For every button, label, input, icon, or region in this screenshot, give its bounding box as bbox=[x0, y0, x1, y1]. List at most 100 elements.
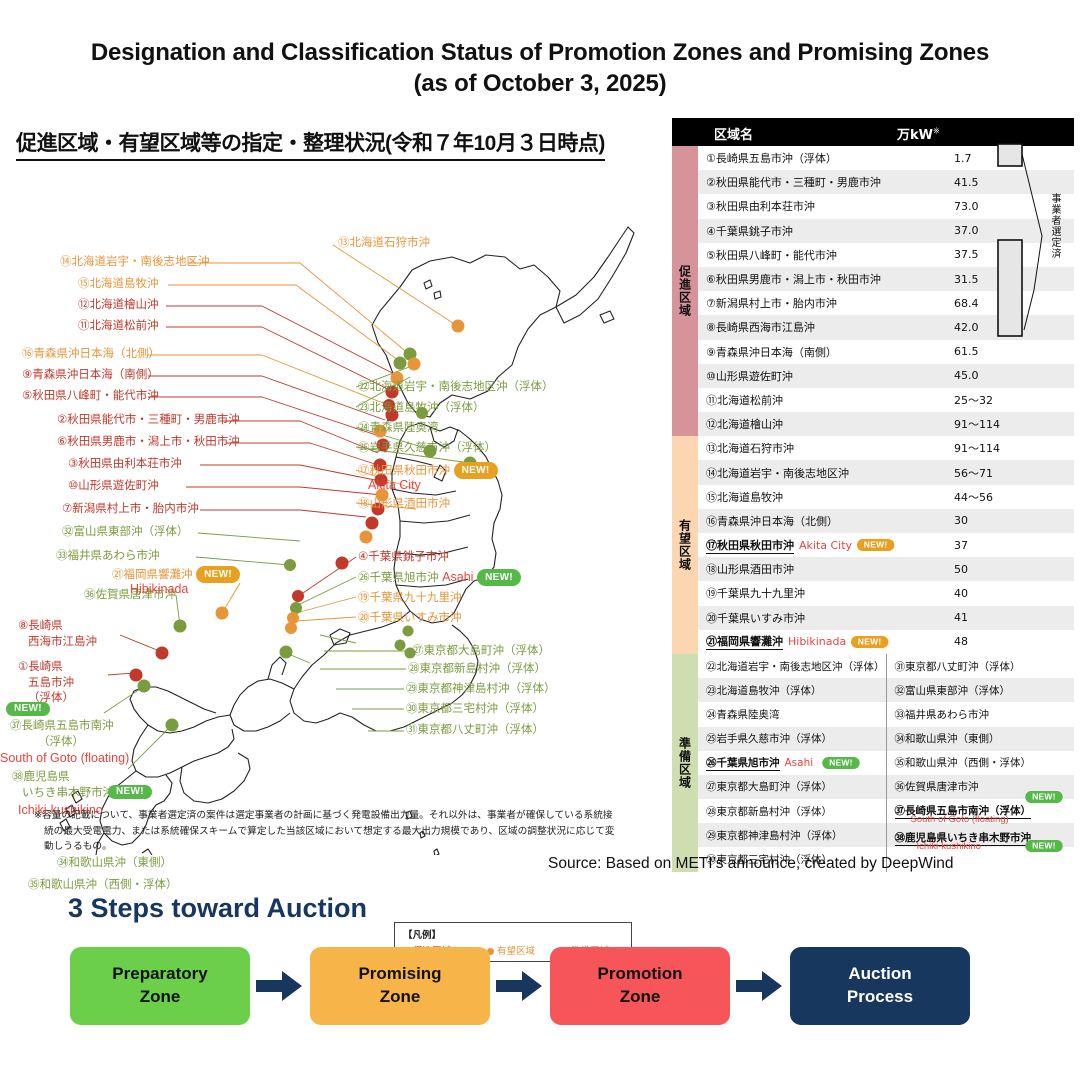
row-zone-name-left: ㉓北海道島牧沖（浮体） bbox=[698, 678, 887, 703]
table-row-highlighted[interactable]: ㉑福岡県響灘沖 Hibikinada NEW! 48 bbox=[698, 630, 1074, 654]
page-title-line2: (as of October 3, 2025) bbox=[413, 69, 667, 97]
row-zone-name-right: ㉟和歌山県沖（西側・浮体） bbox=[894, 757, 1032, 770]
map-label-29: ㉙東京都神津島村沖（浮体） bbox=[406, 681, 556, 695]
map-label-20: ⑳千葉県いすみ市沖 bbox=[358, 610, 462, 624]
table-row-highlighted[interactable]: ㉙東京都神津島村沖（浮体） ㊳鹿児島県いちき串木野市沖 Ichiki-kushi… bbox=[698, 823, 1075, 852]
flow-arrow-1 bbox=[250, 971, 310, 1001]
row-capacity: 1.7 bbox=[954, 151, 972, 165]
map-label-5: ⑤秋田県八峰町・能代市沖 bbox=[22, 388, 159, 402]
map-label-38-romaji: Ichiki-kushikino bbox=[18, 803, 103, 817]
new-badge-38: NEW! bbox=[108, 784, 152, 799]
table-row[interactable]: ⑯青森県沖日本海（北側）30 bbox=[698, 508, 1074, 533]
flow-label-line2: Zone bbox=[619, 987, 661, 1006]
row-capacity: 68.4 bbox=[954, 296, 979, 310]
table-row[interactable]: ①長崎県五島市沖（浮体）1.7 bbox=[698, 146, 1074, 170]
row-zone-name-left: ㉙東京都神津島村沖（浮体） bbox=[698, 823, 887, 848]
row-capacity: 56〜71 bbox=[954, 466, 993, 480]
map-label-26: ㉖千葉県旭市沖 bbox=[358, 570, 439, 584]
table-row-highlighted[interactable]: ⑰秋田県秋田市沖 Akita City NEW! 37 bbox=[698, 533, 1074, 557]
auction-flow: Preparatory Zone Promising Zone Promotio… bbox=[70, 945, 1010, 1027]
row-capacity: 42.0 bbox=[954, 320, 979, 334]
row-zone-name-left: ㉔青森県陸奥湾 bbox=[698, 702, 887, 727]
operator-selected-annotation bbox=[997, 143, 1043, 337]
page-title-line1: Designation and Classification Status of… bbox=[90, 39, 990, 66]
legend-dot-orange bbox=[487, 948, 494, 955]
row-zone-name: ⑲千葉県九十九里沖 bbox=[706, 587, 805, 601]
map-label-24: ㉔青森県陸奥湾 bbox=[358, 420, 439, 434]
row-zone-name: ⑧長崎県西海市江島沖 bbox=[706, 321, 815, 335]
map-label-21-romaji: Hibikinada bbox=[130, 582, 189, 596]
map-label-11: ⑪北海道松前沖 bbox=[78, 318, 159, 332]
row-capacity: 44〜56 bbox=[954, 490, 993, 504]
row-zone-name: ⑫北海道檜山沖 bbox=[706, 418, 783, 432]
table-row[interactable]: ㉚東京都三宅村沖（浮体） bbox=[698, 847, 1074, 872]
map-label-15: ⑮北海道島牧沖 bbox=[78, 276, 159, 290]
japan-map-svg bbox=[59, 226, 635, 855]
map-label-17-romaji: Akita City bbox=[368, 478, 421, 492]
map-label-9: ⑨青森県沖日本海（南側） bbox=[22, 367, 159, 381]
map-label-37-line1: ㊲長崎県五島市南沖 bbox=[10, 718, 114, 732]
table-row-highlighted[interactable]: ㉖千葉県旭市沖 Asahi NEW! ㉟和歌山県沖（西側・浮体） bbox=[698, 750, 1074, 775]
table-row[interactable]: ㉒北海道岩宇・南後志地区沖（浮体）㉛東京都八丈町沖（浮体） bbox=[698, 653, 1074, 679]
table-header-zone-name: 区域名 bbox=[714, 128, 754, 143]
row-zone-name-right: ㊲長崎県五島市南沖（浮体） NEW! South of Goto (floati… bbox=[887, 791, 1075, 825]
map-label-37: ㊲長崎県五島市南沖 （浮体） bbox=[10, 718, 114, 749]
flow-box-auction-process[interactable]: Auction Process bbox=[790, 947, 970, 1025]
new-badge-17: NEW! bbox=[453, 462, 498, 479]
map-label-27: ㉗東京都大島町沖（浮体） bbox=[412, 643, 550, 657]
row-capacity: 25〜32 bbox=[954, 393, 993, 407]
flow-box-preparatory-zone[interactable]: Preparatory Zone bbox=[70, 947, 250, 1025]
map-label-31: ㉛東京都八丈町沖（浮体） bbox=[406, 722, 544, 736]
map-label-34: ㉞和歌山県沖（東側） bbox=[57, 855, 172, 869]
section-rows-preparatory: ㉒北海道岩宇・南後志地区沖（浮体）㉛東京都八丈町沖（浮体） ㉓北海道島牧沖（浮体… bbox=[698, 653, 1075, 872]
row-zone-name: ⑱山形県酒田市沖 bbox=[706, 563, 794, 577]
table-row-highlighted[interactable]: ㉘東京都新島村沖（浮体） ㊲長崎県五島市南沖（浮体） NEW! South of… bbox=[698, 791, 1075, 825]
map-label-38: ㊳鹿児島県 いちき串木野市沖 bbox=[12, 769, 114, 800]
map-label-26-group: ㉖千葉県旭市沖 Asahi NEW! bbox=[358, 569, 521, 586]
flow-label-line1: Preparatory bbox=[112, 964, 208, 984]
map-label-17-group: ⑰秋田県秋田市沖 NEW! bbox=[358, 462, 498, 479]
new-badge: NEW! bbox=[1025, 791, 1063, 804]
row-romaji: Akita City bbox=[799, 538, 853, 552]
flow-box-promising-zone[interactable]: Promising Zone bbox=[310, 947, 490, 1025]
row-zone-name-right: ㊳鹿児島県いちき串木野市沖 Ichiki-kushikino NEW! bbox=[887, 823, 1075, 852]
map-label-4: ④千葉県銚子市沖 bbox=[358, 549, 449, 563]
row-zone-name: ⑰秋田県秋田市沖 bbox=[706, 538, 794, 554]
flow-label-line2: Process bbox=[846, 987, 914, 1006]
capacity-note-marker: ※ bbox=[933, 126, 940, 136]
map-label-18: ⑱山形県酒田市沖 bbox=[358, 496, 450, 510]
row-zone-name: ㉑福岡県響灘沖 bbox=[706, 635, 783, 651]
table-row[interactable]: ⑨青森県沖日本海（南側）61.5 bbox=[698, 340, 1074, 364]
row-zone-name-right: ㉜富山県東部沖（浮体） bbox=[894, 684, 1011, 697]
map-label-6: ⑥秋田県男鹿市・潟上市・秋田市沖 bbox=[57, 434, 240, 448]
row-zone-name-right: ㊱佐賀県唐津市沖 bbox=[894, 781, 979, 794]
table-row[interactable]: ㉗東京都大島町沖（浮体）㊱佐賀県唐津市沖 bbox=[698, 774, 1074, 800]
row-zone-name: ⑥秋田県男鹿市・潟上市・秋田市沖 bbox=[706, 273, 881, 287]
row-capacity: 37.5 bbox=[954, 248, 979, 262]
table-row[interactable]: ㉓北海道島牧沖（浮体） ㉜富山県東部沖（浮体） bbox=[698, 678, 1074, 703]
map-label-1-line2: 五島市沖 bbox=[28, 674, 74, 689]
map-label-38-line2: いちき串木野市沖 bbox=[22, 784, 114, 799]
map-label-1-line1: ①長崎県 bbox=[18, 659, 63, 673]
map-label-22: ㉒北海道岩宇・南後志地区沖（浮体） bbox=[358, 379, 554, 393]
table-header-row: 区域名 万kW※ bbox=[672, 118, 1074, 146]
table-row[interactable]: ㉕岩手県久慈市沖（浮体）㉞和歌山県沖（東側） bbox=[698, 726, 1074, 751]
row-zone-name-left: ㉘東京都新島村沖（浮体） bbox=[698, 799, 887, 824]
flow-label-line1: Auction bbox=[848, 964, 912, 984]
flow-box-promotion-zone[interactable]: Promotion Zone bbox=[550, 947, 730, 1025]
